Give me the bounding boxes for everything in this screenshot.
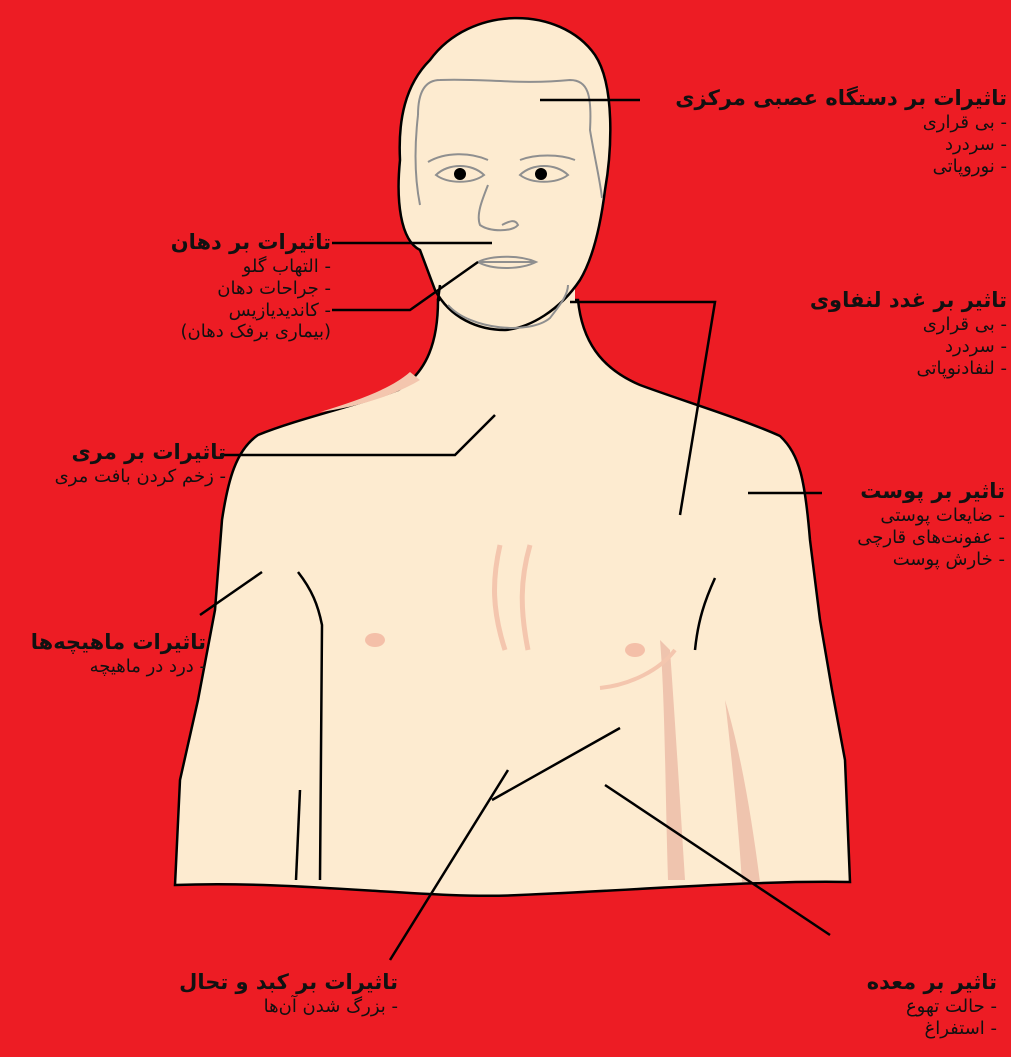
lymph-title: تاثیر بر غدد لنفاوی [810,288,1007,314]
label-esophagus: تاثیرات بر مری - زخم کردن بافت مری [55,440,226,488]
stomach-item: - استفراغ [867,1018,997,1040]
pupil-left [454,168,466,180]
skin-title: تاثیر بر پوست [857,479,1005,505]
label-skin: تاثیر بر پوست - ضایعات پوستی - عفونت‌های… [857,479,1005,570]
cns-item: - سردرد [675,134,1007,156]
cns-item: - نوروپاتی [675,156,1007,178]
liver-title: تاثیرات بر کبد و تحال [179,970,398,996]
skin-item: - ضایعات پوستی [857,505,1005,527]
esophagus-item: - زخم کردن بافت مری [55,466,226,488]
lymph-item: - بی قراری [810,314,1007,336]
head-shape [399,18,611,330]
cns-title: تاثیرات بر دستگاه عصبی مرکزی [675,86,1007,112]
muscle-item: - درد در ماهیچه [31,656,206,678]
label-muscle: تاثیرات ماهیچه‌ها - درد در ماهیچه [31,630,206,678]
mouth-item: - جراحات دهان [171,278,331,300]
label-lymph: تاثیر بر غدد لنفاوی - بی قراری - سردرد -… [810,288,1007,379]
skin-item: - عفونت‌های قارچی [857,527,1005,549]
muscle-title: تاثیرات ماهیچه‌ها [31,630,206,656]
label-liver: تاثیرات بر کبد و تحال - بزرگ شدن آن‌ها [179,970,398,1018]
stomach-title: تاثیر بر معده [867,970,997,996]
label-cns: تاثیرات بر دستگاه عصبی مرکزی - بی قراری … [675,86,1007,177]
label-mouth: تاثیرات بر دهان - التهاب گلو - جراحات ده… [171,230,331,343]
liver-item: - بزرگ شدن آن‌ها [179,996,398,1018]
lymph-item: - لنفادنوپاتی [810,358,1007,380]
cns-item: - بی قراری [675,112,1007,134]
mouth-item: - التهاب گلو [171,256,331,278]
mouth-item: (بیماری برفک دهان) [171,321,331,343]
esophagus-title: تاثیرات بر مری [55,440,226,466]
label-stomach: تاثیر بر معده - حالت تهوع - استفراغ [867,970,997,1040]
pupil-right [535,168,547,180]
nipple-right [625,643,645,657]
lymph-item: - سردرد [810,336,1007,358]
stomach-item: - حالت تهوع [867,996,997,1018]
mouth-item: - کاندیدیازیس [171,300,331,322]
nipple-left [365,633,385,647]
skin-item: - خارش پوست [857,549,1005,571]
mouth-title: تاثیرات بر دهان [171,230,331,256]
